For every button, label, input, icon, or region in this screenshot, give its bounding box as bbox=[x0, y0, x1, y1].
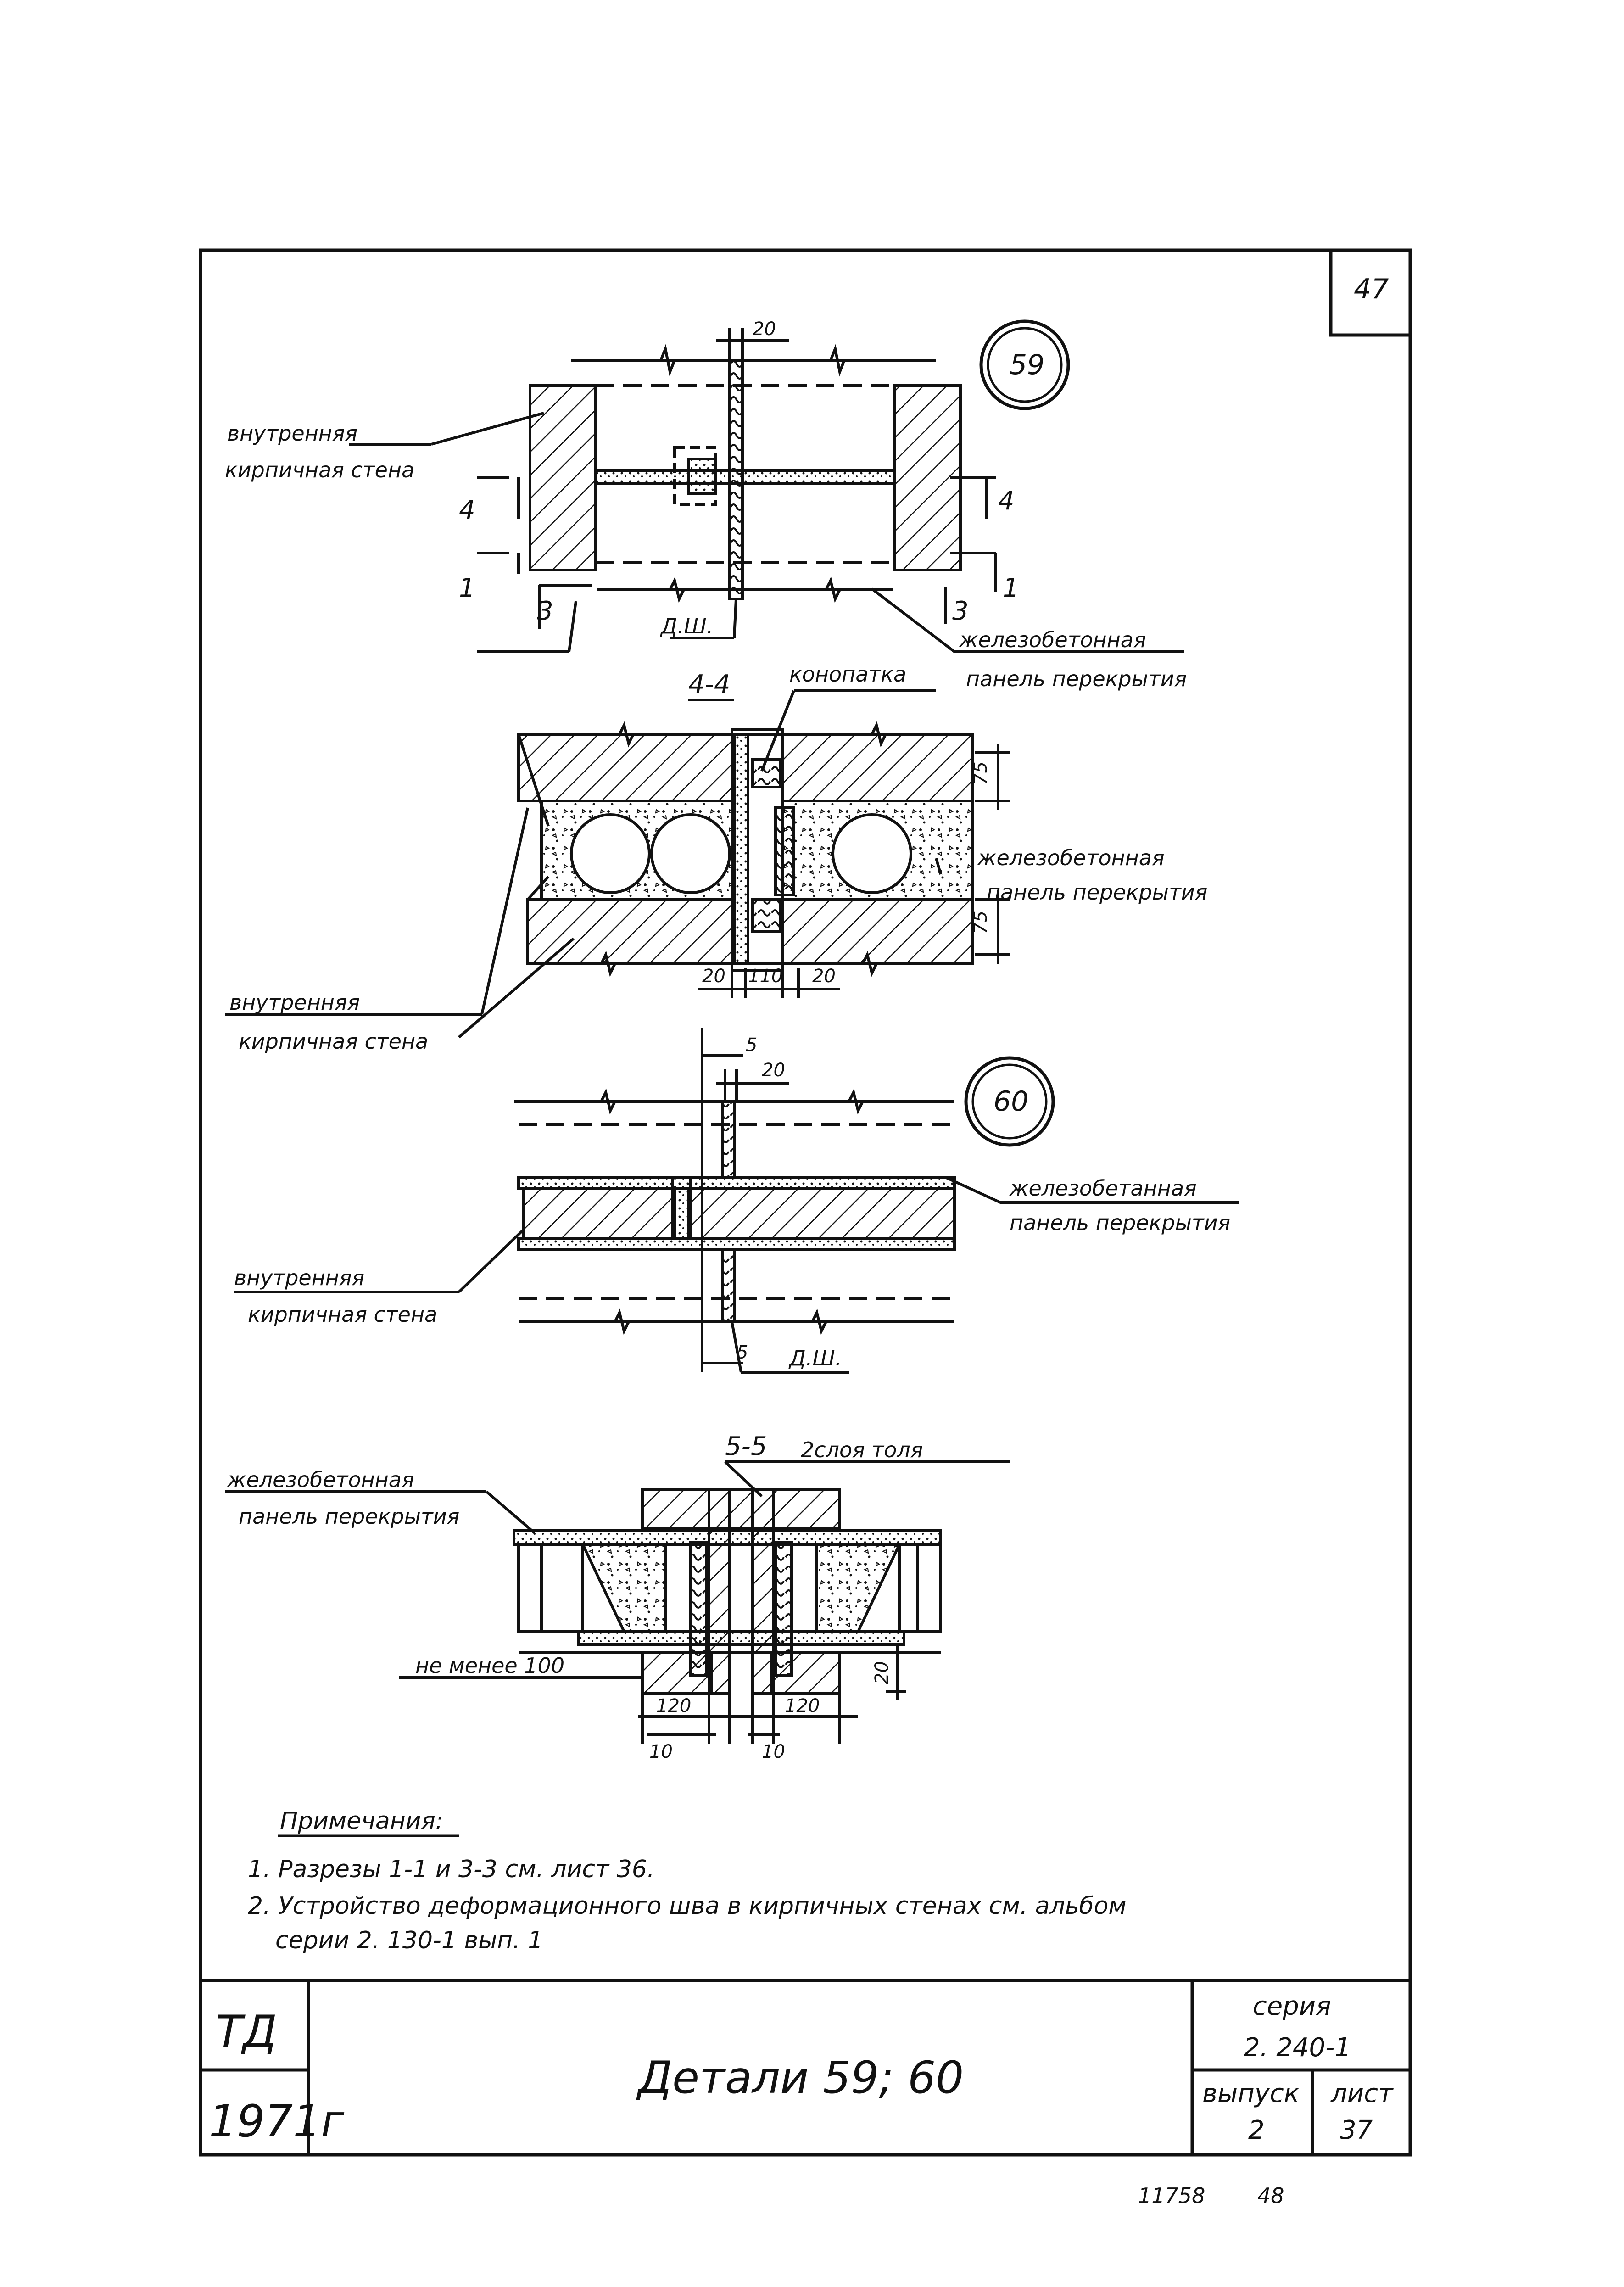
series-label: серия bbox=[1253, 1991, 1331, 2021]
d60-dim-5-top: 5 bbox=[746, 1034, 757, 1056]
d59-cut-3-right: 3 bbox=[952, 596, 969, 626]
s44-panel-label-2: панель перекрытия bbox=[987, 880, 1207, 905]
d60-joint-label: Д.Ш. bbox=[788, 1346, 842, 1370]
d59-panel-label-2: панель перекрытия bbox=[966, 666, 1187, 691]
detail-59-plan bbox=[349, 328, 1184, 653]
year: 1971г bbox=[209, 2096, 344, 2147]
s55-min-label: не менее 100 bbox=[415, 1653, 564, 1678]
s55-dim-10-right: 10 bbox=[762, 1741, 785, 1762]
right-brick-column bbox=[751, 1488, 775, 1695]
section-5-5 bbox=[225, 1460, 1010, 1744]
sheet-value: 37 bbox=[1340, 2115, 1373, 2145]
d59-cut-4-left: 4 bbox=[459, 495, 475, 525]
d59-joint-label: Д.Ш. bbox=[660, 614, 713, 638]
note-1: 1. Разрезы 1-1 и 3-3 см. лист 36. bbox=[248, 1856, 655, 1883]
s55-title: 5-5 bbox=[725, 1431, 767, 1461]
frame bbox=[199, 248, 1412, 2157]
org-stamp: ТД bbox=[216, 2006, 277, 2058]
d60-panel-label-1: железобетанная bbox=[1009, 1176, 1197, 1201]
d59-cut-1-left: 1 bbox=[459, 573, 475, 603]
s44-dim-110: 110 bbox=[748, 966, 783, 987]
s44-wall-label-1: внутренняя bbox=[229, 990, 360, 1015]
bubble-60: 60 bbox=[964, 1056, 1055, 1147]
s44-caulk-label: конопатка bbox=[789, 662, 906, 687]
detail-60-plan bbox=[234, 1028, 1239, 1374]
note-2-line-1: 2. Устройство деформационного шва в кирп… bbox=[248, 1892, 1127, 1920]
section-4-4 bbox=[225, 689, 1010, 1039]
d60-wall-label-1: внутренняя bbox=[234, 1265, 364, 1290]
s44-dim-20-right: 20 bbox=[812, 966, 836, 987]
issue-label: выпуск bbox=[1202, 2079, 1300, 2108]
drawing-title: Детали 59; 60 bbox=[636, 2052, 964, 2103]
s55-panel-label-1: железобетонная bbox=[227, 1467, 414, 1492]
left-brick-column bbox=[708, 1488, 731, 1695]
d60-wall-label-2: кирпичная стена bbox=[248, 1302, 437, 1327]
s44-wall-label-2: кирпичная стена bbox=[239, 1029, 428, 1054]
s55-dim-10-left: 10 bbox=[649, 1741, 673, 1762]
hollow-core-1 bbox=[570, 813, 651, 894]
d60-dim-5-bottom: 5 bbox=[737, 1342, 748, 1363]
d59-cut-3-left: 3 bbox=[537, 596, 553, 626]
s44-title: 4-4 bbox=[688, 670, 730, 699]
corner-sheet-number: 47 bbox=[1354, 273, 1389, 305]
d59-cut-4-right: 4 bbox=[998, 486, 1015, 516]
bottom-number-left: 11758 bbox=[1138, 2183, 1205, 2208]
s44-dim-20-left: 20 bbox=[702, 966, 725, 987]
left-wall bbox=[529, 384, 597, 571]
d59-wall-label-1: внутренняя bbox=[227, 421, 357, 446]
s55-dim-120-right: 120 bbox=[785, 1695, 820, 1717]
s55-tar-label: 2слоя толя bbox=[801, 1437, 923, 1462]
hollow-core-3 bbox=[832, 813, 912, 894]
bubble-59: 59 bbox=[979, 319, 1070, 410]
d59-dim-20: 20 bbox=[753, 319, 776, 340]
s44-panel-label-1: железобетонная bbox=[977, 845, 1165, 870]
bottom-number-right: 48 bbox=[1257, 2183, 1284, 2208]
notes-heading: Примечания: bbox=[280, 1807, 443, 1835]
issue-value: 2 bbox=[1248, 2115, 1265, 2145]
s55-dim-120-left: 120 bbox=[656, 1695, 691, 1717]
note-2-line-2: серии 2. 130-1 вып. 1 bbox=[275, 1927, 543, 1954]
s44-dim-75-top: 75 bbox=[970, 761, 991, 785]
svg-text:60: 60 bbox=[993, 1085, 1028, 1118]
d60-dim-20: 20 bbox=[762, 1060, 785, 1081]
sheet-label: лист bbox=[1330, 2079, 1394, 2108]
d60-panel-label-2: панель перекрытия bbox=[1010, 1210, 1230, 1235]
s55-panel-label-2: панель перекрытия bbox=[239, 1504, 459, 1529]
series-value: 2. 240-1 bbox=[1244, 2033, 1351, 2063]
s55-dim-20-side: 20 bbox=[871, 1661, 893, 1684]
svg-text:59: 59 bbox=[1010, 349, 1044, 381]
hollow-core-2 bbox=[650, 813, 731, 894]
d59-wall-label-2: кирпичная стена bbox=[225, 458, 414, 482]
joint-strip bbox=[728, 359, 744, 600]
d59-panel-label-1: железобетонная bbox=[959, 627, 1146, 652]
d59-cut-1-right: 1 bbox=[1003, 573, 1019, 603]
s44-dim-75-bottom: 75 bbox=[970, 911, 991, 934]
